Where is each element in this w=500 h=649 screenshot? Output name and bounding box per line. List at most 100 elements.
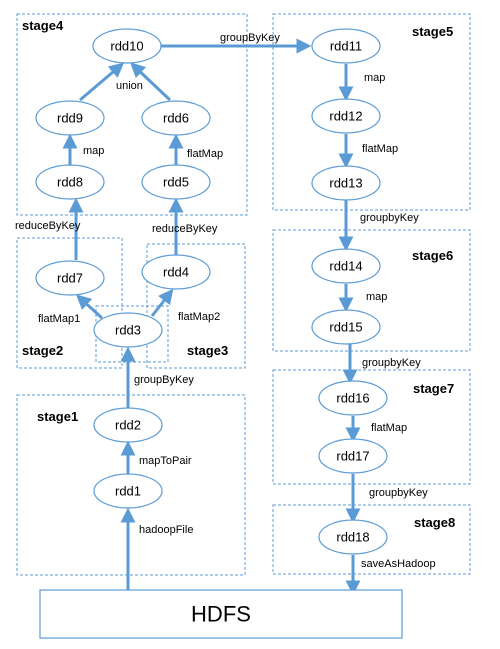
node-ellipse-rdd17 <box>318 438 388 474</box>
node-ellipse-rdd8 <box>35 164 105 200</box>
node-label-rdd8: rdd8 <box>57 175 83 190</box>
edge-label-rdd16-to-rdd17: flatMap <box>371 422 407 434</box>
node-rdd6: rdd6 <box>141 100 211 136</box>
node-label-rdd3: rdd3 <box>115 323 141 338</box>
node-label-rdd15: rdd15 <box>329 320 362 335</box>
node-rdd1: rdd1 <box>93 473 163 509</box>
node-label-rdd16: rdd16 <box>336 391 369 406</box>
node-rdd16: rdd16 <box>318 380 388 416</box>
node-label-rdd11: rdd11 <box>330 39 362 54</box>
node-ellipse-rdd13 <box>311 165 381 201</box>
stage-group-stage1: stage1 <box>16 394 246 576</box>
edge-label-rdd5-to-rdd6: flatMap <box>187 148 223 160</box>
edge-rdd9-to-rdd10 <box>79 62 125 102</box>
edge-rdd3-to-rdd7 <box>76 294 104 320</box>
node-rdd4: rdd4 <box>141 254 211 290</box>
edge-label-rdd18-to-HDFS: saveAsHadoop <box>361 558 436 570</box>
node-label-rdd13: rdd13 <box>329 176 362 191</box>
node-ellipse-rdd5 <box>141 164 211 200</box>
node-label-rdd2: rdd2 <box>115 418 141 433</box>
node-ellipse-rdd14 <box>311 248 381 284</box>
node-ellipse-rdd3 <box>93 312 163 348</box>
edge-label-rdd15-to-rdd16: groupbyKey <box>362 357 421 369</box>
edge-label-rdd2-to-rdd3: groupByKey <box>134 374 194 386</box>
node-rdd7: rdd7 <box>35 260 105 296</box>
node-ellipse-rdd18 <box>318 519 388 555</box>
stage-box-stage2 <box>16 237 123 369</box>
stage-box-stage5 <box>272 13 471 211</box>
node-rdd11: rdd11 <box>311 28 381 64</box>
stage-label-stage8: stage8 <box>414 515 455 530</box>
edge-label-rdd17-to-rdd18: groupbyKey <box>369 487 428 499</box>
node-rdd10: rdd10 <box>92 28 162 64</box>
node-label-rdd18: rdd18 <box>336 530 369 545</box>
node-ellipse-rdd11 <box>311 28 381 64</box>
stage-group-stage6: stage6 <box>272 229 471 352</box>
node-rdd17: rdd17 <box>318 438 388 474</box>
edge-label-rdd4-to-rdd5: reduceByKey <box>152 223 218 235</box>
edges-layer <box>62 38 361 596</box>
stage-box-stage6 <box>272 229 471 352</box>
node-rdd8: rdd8 <box>35 164 105 200</box>
node-ellipse-rdd15 <box>311 309 381 345</box>
stages-layer: stage1 stage2 stage3 stage4 stage5 stage6 stag… <box>16 13 471 576</box>
stage-box-stage1 <box>16 394 246 576</box>
node-rdd5: rdd5 <box>141 164 211 200</box>
stage-group-stage4: stage4 <box>16 13 248 216</box>
node-ellipse-rdd1 <box>93 473 163 509</box>
node-rdd9: rdd9 <box>35 100 105 136</box>
edge-rdd3-to-rdd4 <box>150 288 174 317</box>
stage-box-stage4 <box>16 13 248 216</box>
node-label-rdd9: rdd9 <box>57 111 83 126</box>
node-ellipse-rdd7 <box>35 260 105 296</box>
edge-label-rdd3-to-rdd7: flatMap1 <box>38 313 80 325</box>
node-ellipse-rdd6 <box>141 100 211 136</box>
nodes-layer: HDFS rdd1 rdd2 rdd3 rdd4 rdd5 rdd6 rdd7 rdd8 rdd9… <box>35 28 403 639</box>
edge-label-rdd7-to-rdd8: reduceByKey <box>15 220 81 232</box>
node-rdd3: rdd3 <box>93 312 163 348</box>
stage-label-stage6: stage6 <box>412 248 453 263</box>
node-rdd18: rdd18 <box>318 519 388 555</box>
node-label-rdd14: rdd14 <box>329 259 362 274</box>
node-ellipse-rdd9 <box>35 100 105 136</box>
stage-label-stage4: stage4 <box>22 18 64 33</box>
node-rdd14: rdd14 <box>311 248 381 284</box>
node-ellipse-rdd2 <box>93 407 163 443</box>
node-label-rdd12: rdd12 <box>329 109 362 124</box>
edge-label-rdd11-to-rdd12: map <box>364 72 385 84</box>
node-label-rdd4: rdd4 <box>163 265 189 280</box>
stage-group-stage2: stage2 <box>16 237 123 369</box>
stage-label-stage1: stage1 <box>37 409 78 424</box>
node-ellipse-rdd10 <box>92 28 162 64</box>
edge-label-rdd13-to-rdd14: groupbyKey <box>360 212 419 224</box>
stage-label-stage5: stage5 <box>412 24 453 39</box>
node-label-rdd1: rdd1 <box>115 484 141 499</box>
stage-label-stage7: stage7 <box>413 381 454 396</box>
node-rdd2: rdd2 <box>93 407 163 443</box>
node-label-rdd17: rdd17 <box>336 449 369 464</box>
node-label-rdd5: rdd5 <box>163 175 189 190</box>
hdfs-label: HDFS <box>191 602 251 627</box>
edge-label-rdd1-to-rdd2: mapToPair <box>139 455 192 467</box>
edge-label-rdd9-to-rdd10: union <box>116 80 143 92</box>
node-label-rdd6: rdd6 <box>163 111 189 126</box>
node-rdd13: rdd13 <box>311 165 381 201</box>
node-rdd12: rdd12 <box>311 98 381 134</box>
node-ellipse-rdd16 <box>318 380 388 416</box>
edge-rdd6-to-rdd10 <box>130 62 172 102</box>
edge-label-rdd12-to-rdd13: flatMap <box>362 143 398 155</box>
stage-group-stage5: stage5 <box>272 13 471 211</box>
stage-box-stage8 <box>272 504 471 575</box>
edge-label-rdd3-to-rdd4: flatMap2 <box>178 311 220 323</box>
edge-label-rdd14-to-rdd15: map <box>366 291 387 303</box>
hdfs-storage: HDFS <box>39 589 403 639</box>
node-ellipse-rdd12 <box>311 98 381 134</box>
node-ellipse-rdd4 <box>141 254 211 290</box>
node-label-rdd10: rdd10 <box>110 39 143 54</box>
edge-label-rdd10-to-rdd11: groupByKey <box>220 32 280 44</box>
hdfs-box <box>39 589 403 639</box>
stage-label-stage3: stage3 <box>187 343 228 358</box>
stage-group-stage7: stage7 <box>272 369 471 485</box>
